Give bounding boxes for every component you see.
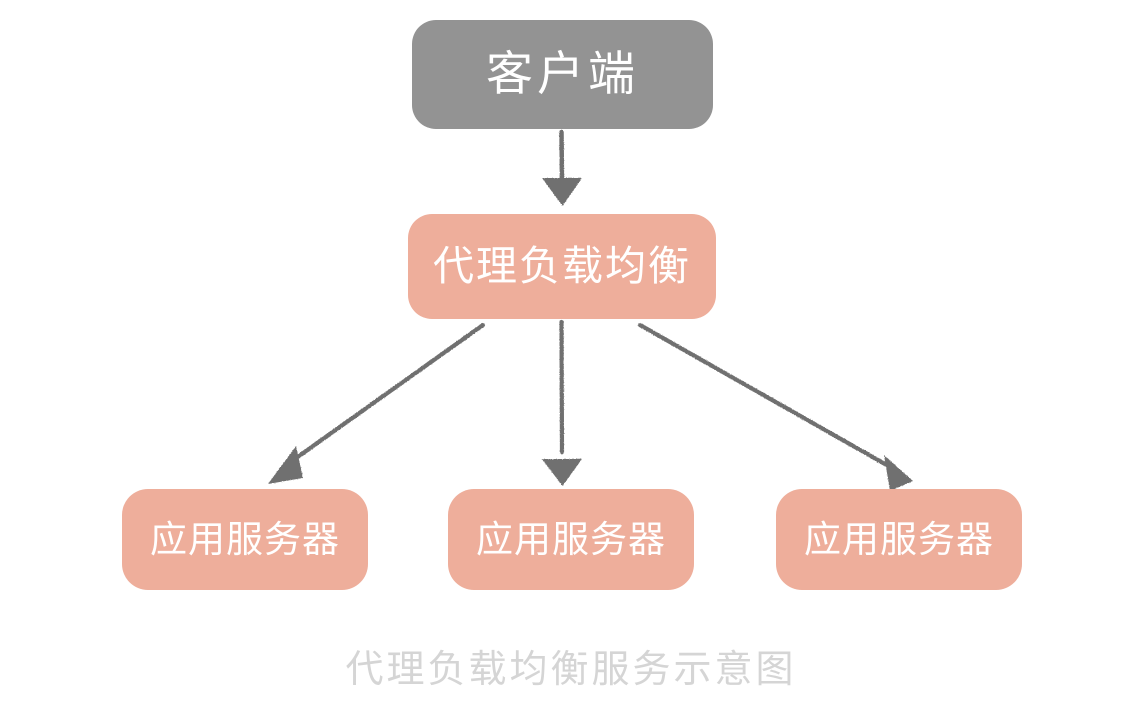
arrow-client-to-balancer (542, 129, 582, 206)
node-client-label: 客户端 (486, 47, 639, 102)
node-application-server-1[interactable]: 应用服务器 (122, 489, 368, 590)
node-client[interactable]: 客户端 (412, 20, 713, 129)
arrow-balancer-to-app-1 (268, 322, 486, 484)
diagram-caption: 代理负载均衡服务示意图 (345, 647, 797, 691)
node-application-server-2-label: 应用服务器 (476, 518, 666, 561)
node-load-balancer-label: 代理负载均衡 (433, 242, 691, 290)
node-load-balancer[interactable]: 代理负载均衡 (408, 214, 716, 319)
node-application-server-3-label: 应用服务器 (804, 518, 994, 561)
node-application-server-2[interactable]: 应用服务器 (448, 489, 694, 590)
node-application-server-3[interactable]: 应用服务器 (776, 489, 1022, 590)
node-application-server-1-label: 应用服务器 (150, 518, 340, 561)
arrow-balancer-to-app-2 (542, 319, 582, 486)
arrow-balancer-to-app-3 (637, 322, 913, 491)
